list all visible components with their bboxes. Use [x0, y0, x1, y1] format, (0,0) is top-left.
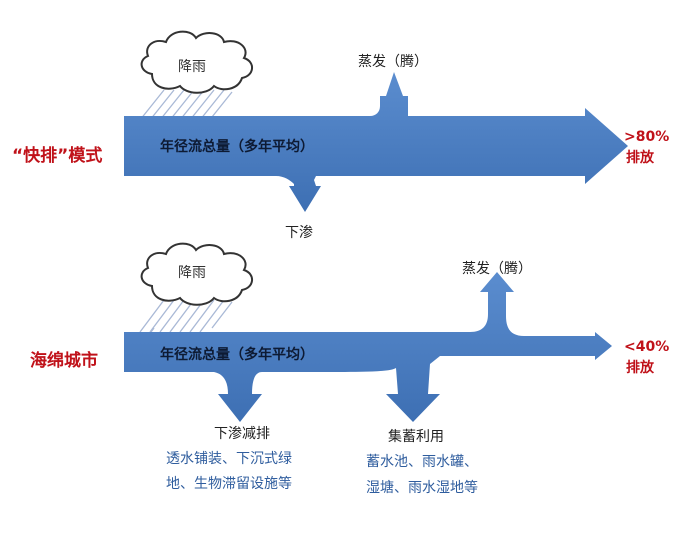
bottom-discharge-percent: <40%: [624, 339, 670, 355]
storage-utilization-label: 集蓄利用: [388, 429, 444, 445]
storage-detail-line-1: 蓄水池、雨水罐、: [366, 454, 478, 470]
storage-detail-line-2: 湿塘、雨水湿地等: [366, 480, 478, 496]
top-annual-runoff-label: 年径流总量（多年平均）: [160, 139, 314, 155]
bottom-rain-label: 降雨: [178, 265, 206, 281]
bottom-discharge-label: 排放: [626, 360, 654, 376]
top-discharge-label: 排放: [626, 150, 654, 166]
top-cloud-icon: [140, 30, 253, 94]
top-discharge-percent: >80%: [624, 129, 670, 145]
top-runoff-arrow: [124, 72, 628, 212]
bottom-annual-runoff-label: 年径流总量（多年平均）: [160, 347, 314, 363]
infiltration-detail-line-1: 透水铺装、下沉式绿: [166, 451, 292, 467]
top-rain-label: 降雨: [178, 59, 206, 75]
infiltration-detail-line-2: 地、生物滞留设施等: [166, 476, 292, 492]
top-evaporation-label: 蒸发（腾）: [358, 54, 428, 70]
sponge-city-mode-label: 海绵城市: [30, 351, 98, 371]
top-rain-icon: [139, 89, 233, 129]
bottom-cloud-icon: [140, 242, 253, 306]
bottom-evaporation-label: 蒸发（腾）: [462, 261, 532, 277]
top-infiltration-label: 下渗: [285, 225, 313, 241]
infiltration-reduction-label: 下渗减排: [214, 426, 270, 442]
bottom-runoff-arrow: [124, 272, 612, 422]
fast-discharge-mode-label: “快排”模式: [12, 146, 103, 166]
